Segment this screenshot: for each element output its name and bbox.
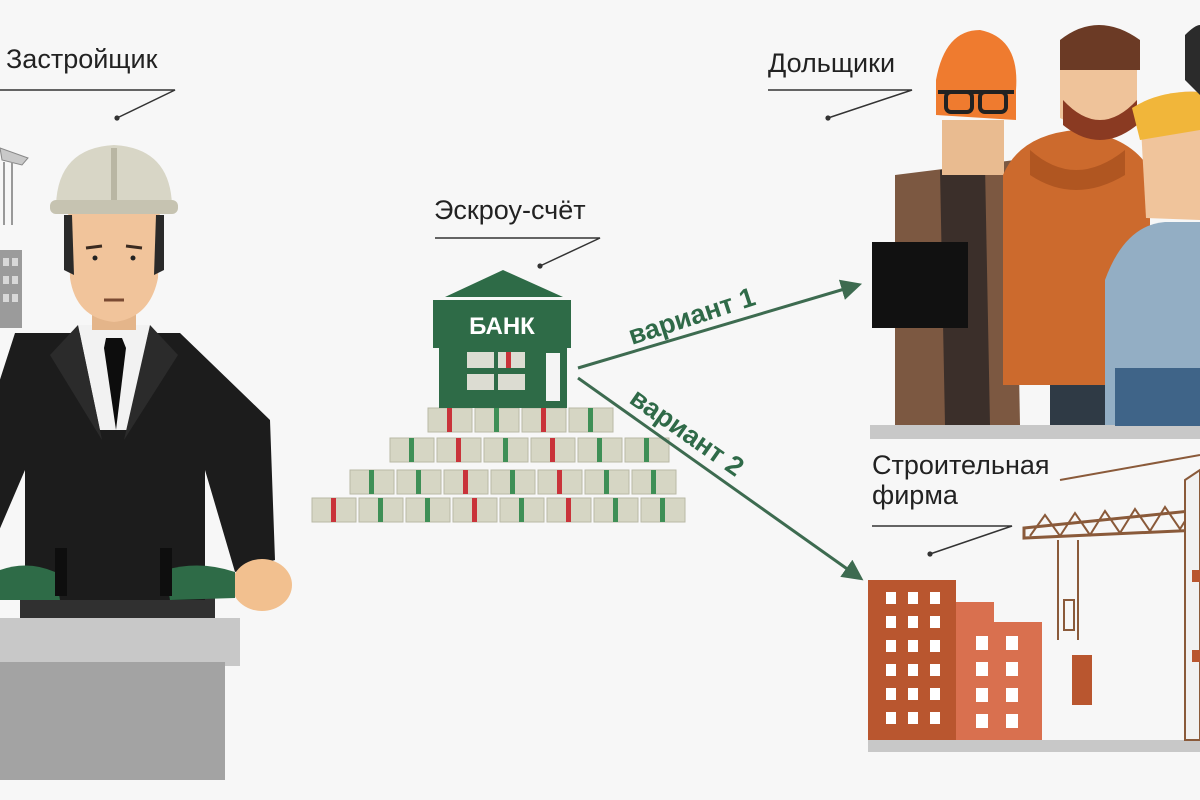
building-window bbox=[886, 712, 896, 724]
building-window bbox=[886, 664, 896, 676]
banknote-band bbox=[409, 438, 414, 462]
left-edge-icons bbox=[0, 148, 28, 328]
banknote-band bbox=[660, 498, 665, 522]
banknote-band bbox=[550, 438, 555, 462]
banknote-band bbox=[566, 498, 571, 522]
building-window bbox=[908, 640, 918, 652]
banknote-band bbox=[463, 470, 468, 494]
building-window bbox=[930, 688, 940, 700]
construction-firm-label: Строительная фирма bbox=[872, 450, 1050, 510]
shareholders-label: Дольщики bbox=[768, 48, 895, 78]
building-window bbox=[930, 712, 940, 724]
option-1-label: вариант 1 bbox=[625, 282, 759, 351]
building-window bbox=[1006, 714, 1018, 728]
construction-firm-label-line2: фирма bbox=[872, 480, 1050, 510]
banknote-band bbox=[331, 498, 336, 522]
banknote-band bbox=[416, 470, 421, 494]
building-window bbox=[930, 616, 940, 628]
escrow-account-label: Эскроу-счёт bbox=[434, 195, 586, 225]
building-window bbox=[976, 636, 988, 650]
building-window bbox=[930, 640, 940, 652]
building-window bbox=[930, 592, 940, 604]
banknote-band bbox=[613, 498, 618, 522]
banknote-band bbox=[557, 470, 562, 494]
banknote-band bbox=[510, 470, 515, 494]
building-window bbox=[908, 592, 918, 604]
shareholders-group-icon bbox=[870, 25, 1200, 439]
banknote-band bbox=[503, 438, 508, 462]
option-2-label: вариант 2 bbox=[625, 382, 750, 482]
banknote-stack-icon bbox=[312, 408, 685, 522]
banknote-band bbox=[604, 470, 609, 494]
building-window bbox=[930, 664, 940, 676]
building-window bbox=[1006, 636, 1018, 650]
building-window bbox=[886, 640, 896, 652]
construction-firm-label-line1: Строительная bbox=[872, 450, 1050, 480]
bank-label: БАНК bbox=[469, 313, 535, 340]
banknote-band bbox=[447, 408, 452, 432]
banknote-band bbox=[494, 408, 499, 432]
banknote-band bbox=[644, 438, 649, 462]
banknote-band bbox=[588, 408, 593, 432]
building-window bbox=[1006, 662, 1018, 676]
bank-building-icon: БАНК bbox=[433, 270, 571, 408]
building-window bbox=[976, 662, 988, 676]
banknote-band bbox=[519, 498, 524, 522]
building-window bbox=[908, 712, 918, 724]
building-window bbox=[976, 714, 988, 728]
building-window bbox=[908, 664, 918, 676]
banknote-band bbox=[472, 498, 477, 522]
developer-in-hardhat-icon bbox=[0, 145, 292, 780]
tower-crane-icon bbox=[1024, 455, 1200, 740]
building-window bbox=[1006, 688, 1018, 702]
building-window bbox=[908, 616, 918, 628]
developer-label: Застройщик bbox=[6, 44, 157, 74]
building-window bbox=[886, 688, 896, 700]
banknote-band bbox=[651, 470, 656, 494]
banknote-band bbox=[597, 438, 602, 462]
building-window bbox=[886, 616, 896, 628]
buildings-icon bbox=[868, 580, 1200, 752]
building-window bbox=[908, 688, 918, 700]
building-window bbox=[976, 688, 988, 702]
banknote-band bbox=[541, 408, 546, 432]
banknote-band bbox=[456, 438, 461, 462]
building-window bbox=[886, 592, 896, 604]
option-arrows: вариант 1 вариант 2 bbox=[578, 282, 860, 578]
banknote-band bbox=[378, 498, 383, 522]
banknote-band bbox=[369, 470, 374, 494]
banknote-band bbox=[425, 498, 430, 522]
